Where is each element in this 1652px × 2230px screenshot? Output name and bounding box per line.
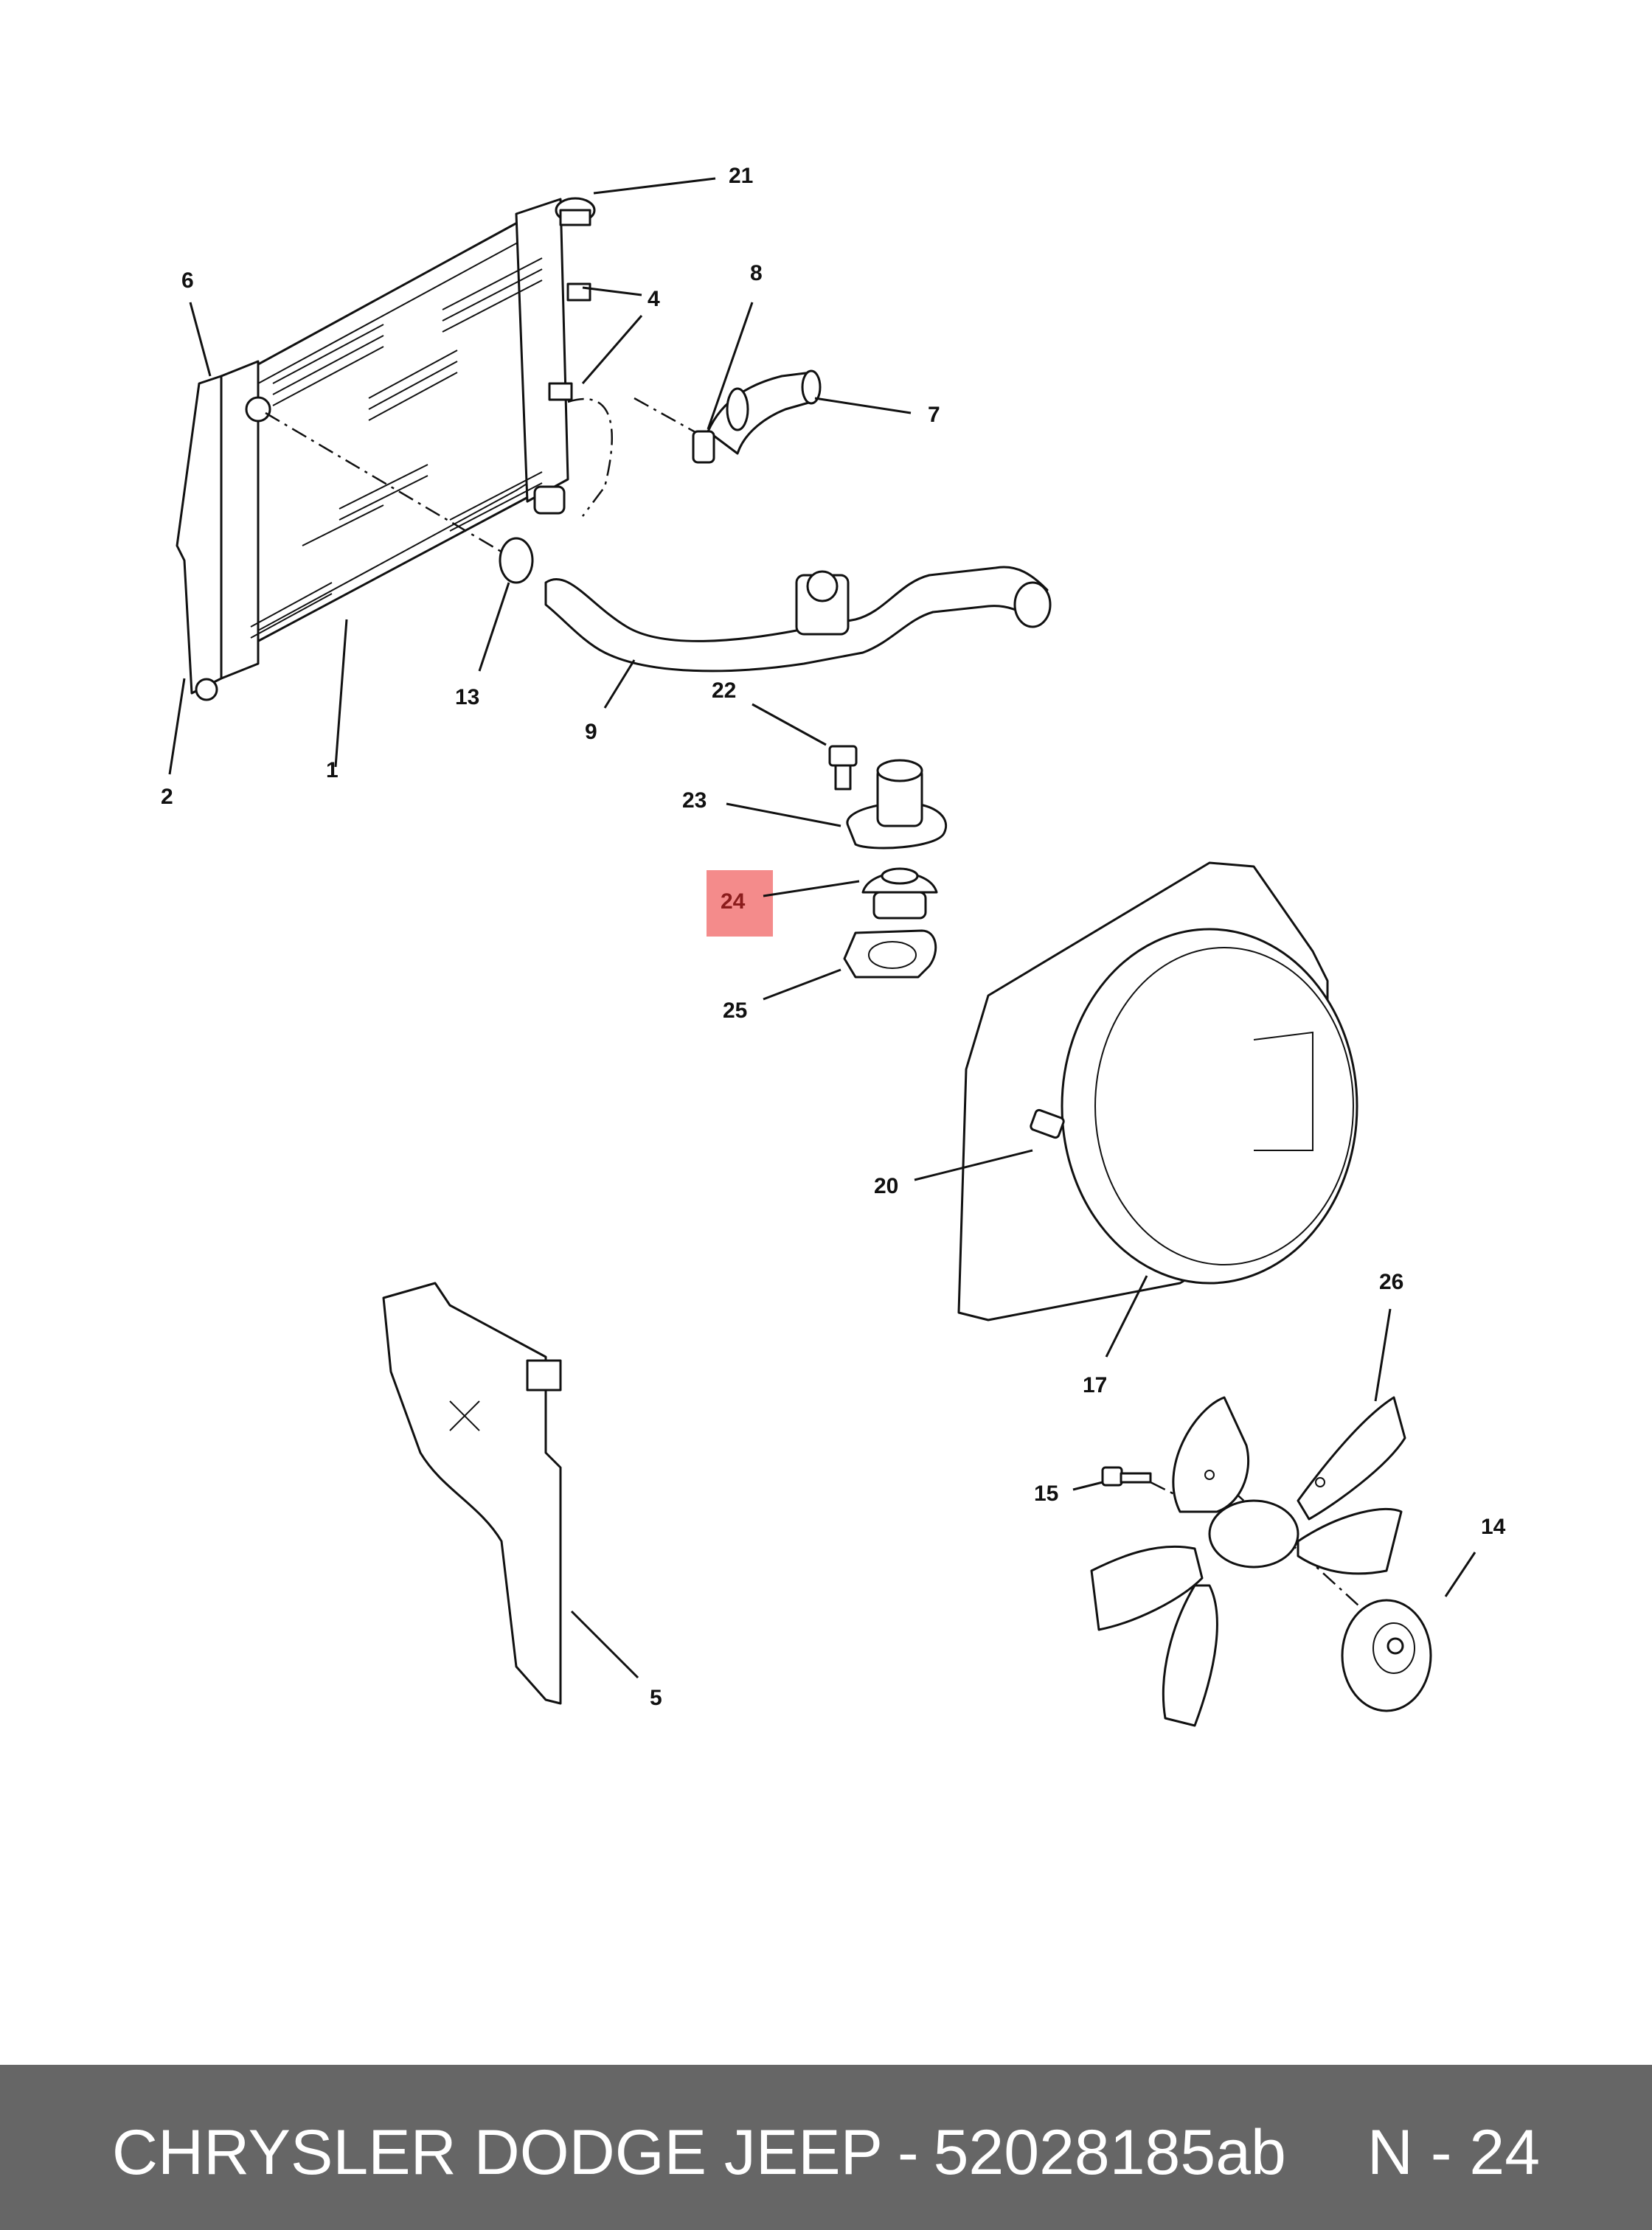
exploded-parts-diagram: 21 6 4 8 7 13 9 1 2 22 23 24 25 20 17 26…: [161, 164, 1506, 1727]
callout-26: 26: [1379, 1270, 1403, 1294]
thermostat-24: [861, 867, 938, 920]
ref-number: 24: [1469, 2117, 1541, 2188]
callout-1: 1: [326, 758, 339, 782]
separator: -: [897, 2117, 919, 2188]
callout-14: 14: [1481, 1515, 1506, 1539]
callout-17: 17: [1083, 1373, 1107, 1397]
splash-panel: [382, 1282, 562, 1705]
footer-bar: CHRYSLER DODGE JEEP-52028185ab N - 24: [0, 2065, 1652, 2230]
ref-prefix: N -: [1367, 2117, 1452, 2188]
radiator: [176, 197, 596, 701]
hose-clamp-lower: [499, 537, 534, 584]
callout-5: 5: [650, 1686, 662, 1710]
fan-bolt-15: [1101, 1466, 1152, 1487]
brand-name: CHRYSLER DODGE JEEP: [111, 2117, 883, 2188]
callout-25: 25: [723, 998, 747, 1023]
callout-7: 7: [928, 403, 940, 427]
callout-21: 21: [729, 164, 753, 188]
hose-clamp: [692, 430, 715, 464]
callout-2: 2: [161, 785, 173, 809]
leader-lines: [168, 177, 1476, 1679]
fan-clutch: [1341, 1599, 1432, 1712]
callout-20: 20: [874, 1174, 898, 1198]
callout-23: 23: [682, 788, 707, 813]
bolt-22: [828, 745, 858, 791]
fan-shroud: [957, 861, 1358, 1321]
thermostat-housing-23: [846, 759, 947, 850]
gasket-25: [843, 929, 937, 979]
callout-13: 13: [455, 685, 479, 709]
callout-4: 4: [648, 287, 660, 311]
callout-9: 9: [585, 720, 597, 744]
lower-hose: [544, 566, 1052, 673]
callout-22: 22: [712, 678, 736, 703]
highlight-box: [707, 870, 773, 937]
footer-caption: CHRYSLER DODGE JEEP-52028185ab N - 24: [0, 2116, 1652, 2189]
part-number: 52028185ab: [933, 2117, 1286, 2188]
callout-6: 6: [181, 268, 194, 293]
callout-8: 8: [750, 261, 763, 285]
cooling-fan: [1090, 1396, 1406, 1727]
callout-24: 24: [721, 889, 746, 914]
callout-15: 15: [1034, 1482, 1058, 1506]
upper-hose: [692, 369, 822, 464]
callout-labels: 21 6 4 8 7 13 9 1 2 22 23 24 25 20 17 26…: [161, 164, 1506, 1710]
